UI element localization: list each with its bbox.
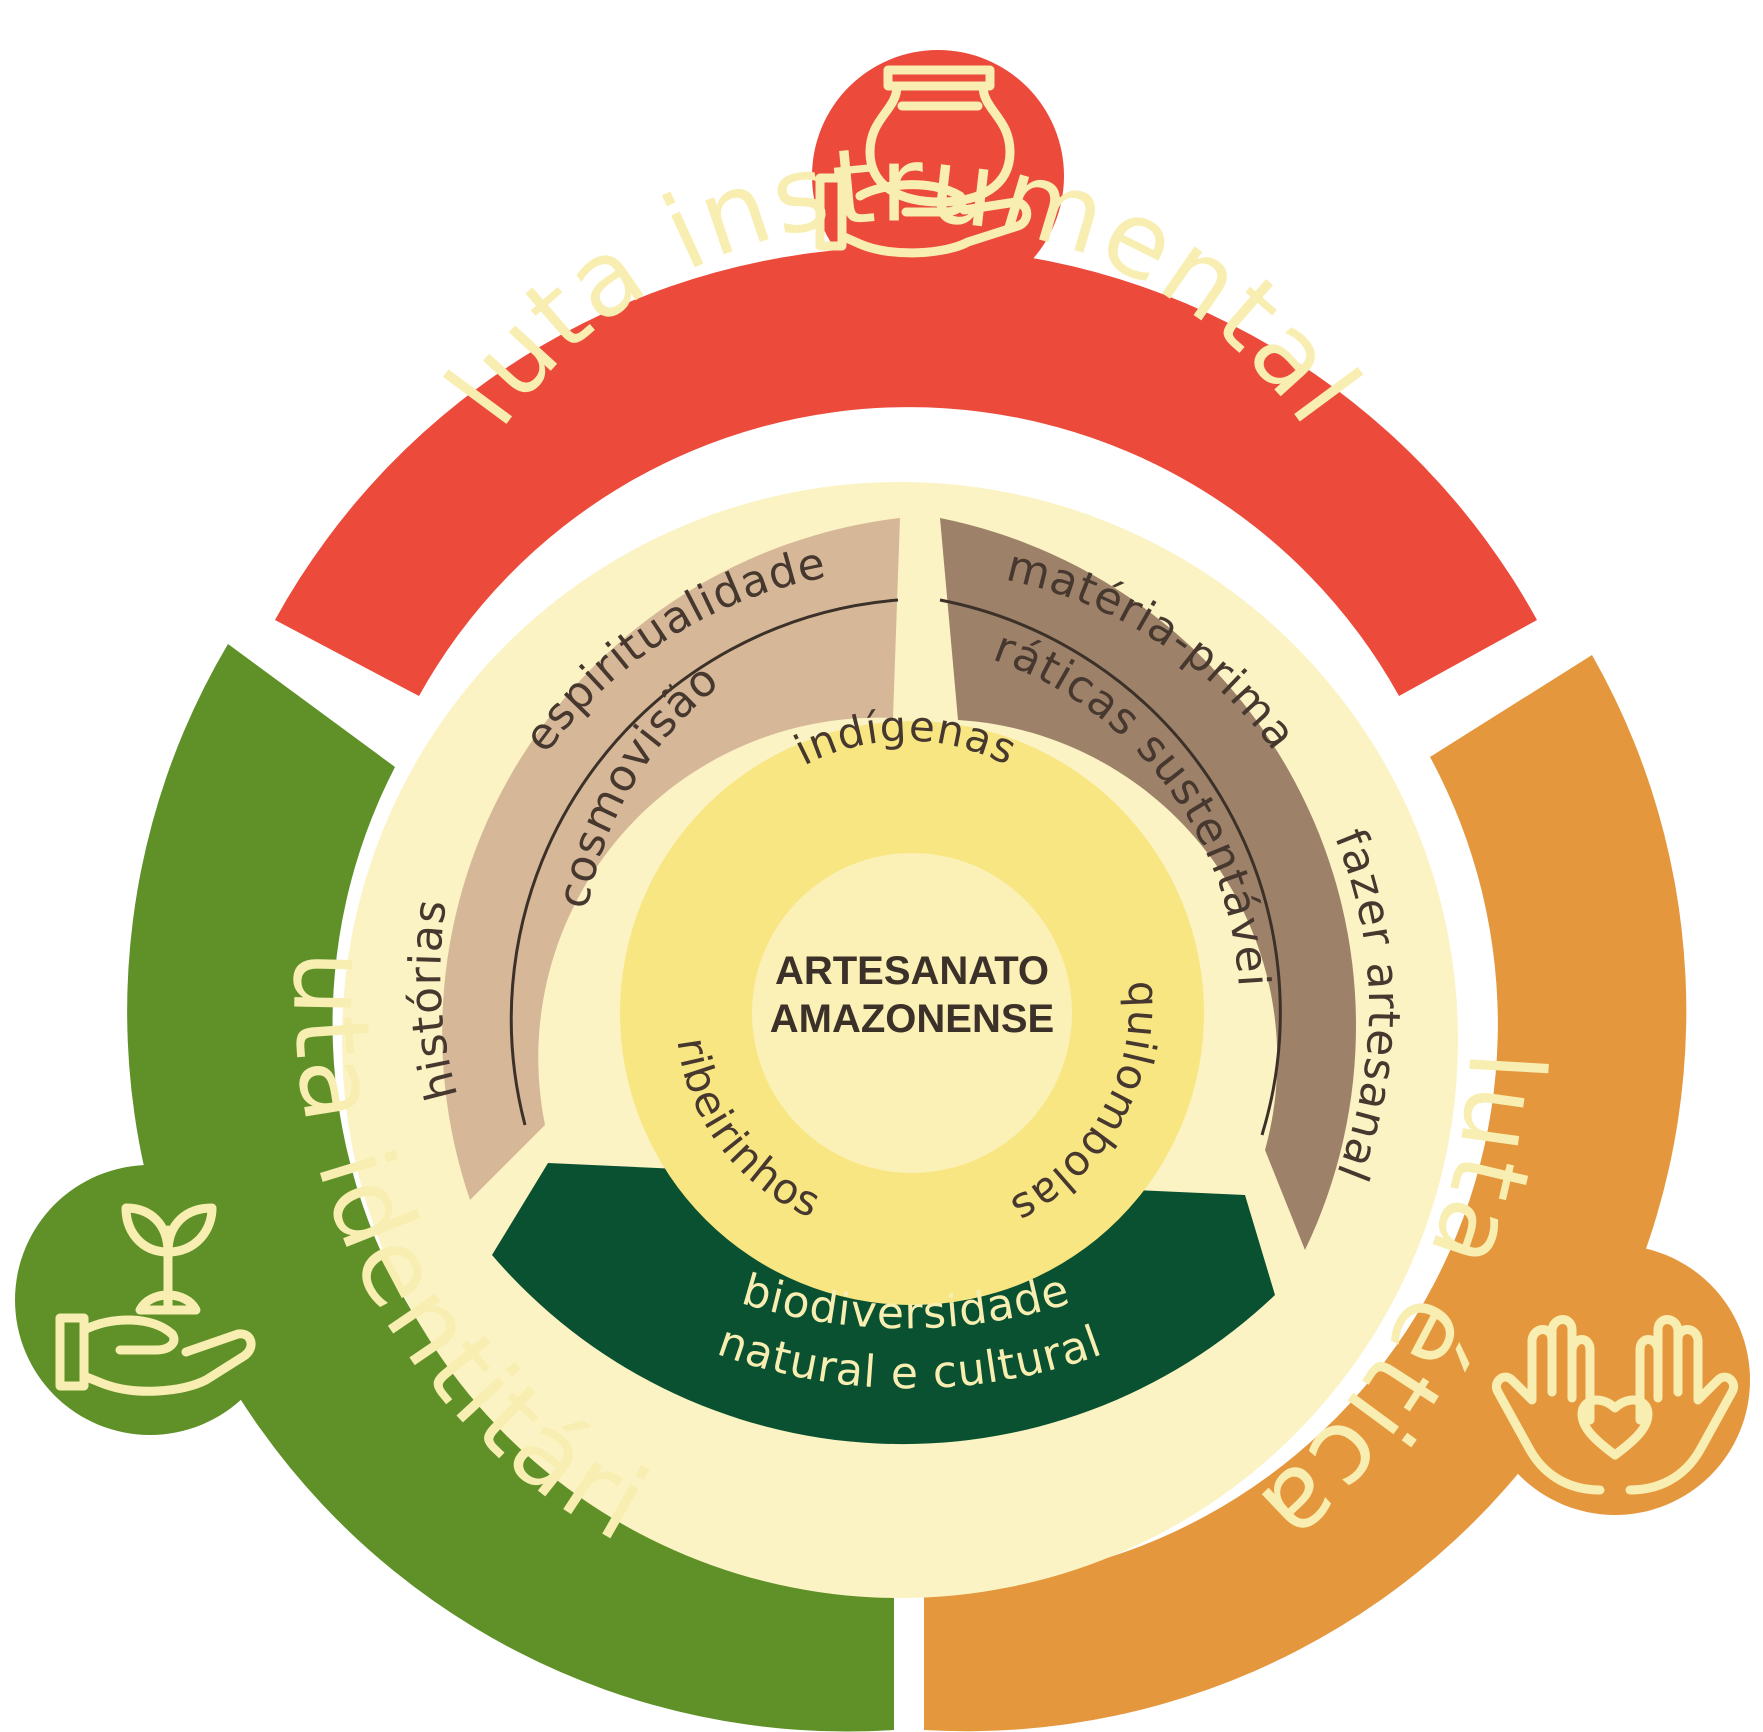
hand-holding-sprout-icon: [55, 1203, 256, 1396]
icon-circle-instrumental: [812, 50, 1064, 302]
center-title-line1: ARTESANATO: [775, 949, 1049, 993]
icon-circle-etica: [1480, 1245, 1750, 1515]
hand-holding-vase-icon: [815, 65, 1032, 258]
divider-arc-left: [509, 598, 899, 1126]
sector-left-tan: [442, 518, 900, 1200]
segment-identitaria: [127, 644, 895, 1732]
center-title-line2: AMAZONENSE: [770, 997, 1054, 1041]
hands-with-heart-icon: [1492, 1315, 1738, 1495]
segment-instrumental: [275, 246, 1537, 696]
sector-right-brown: [940, 518, 1357, 1250]
segment-etica: [924, 655, 1687, 1732]
center-disc: [752, 853, 1072, 1173]
divider-arc-right: [939, 598, 1282, 1136]
